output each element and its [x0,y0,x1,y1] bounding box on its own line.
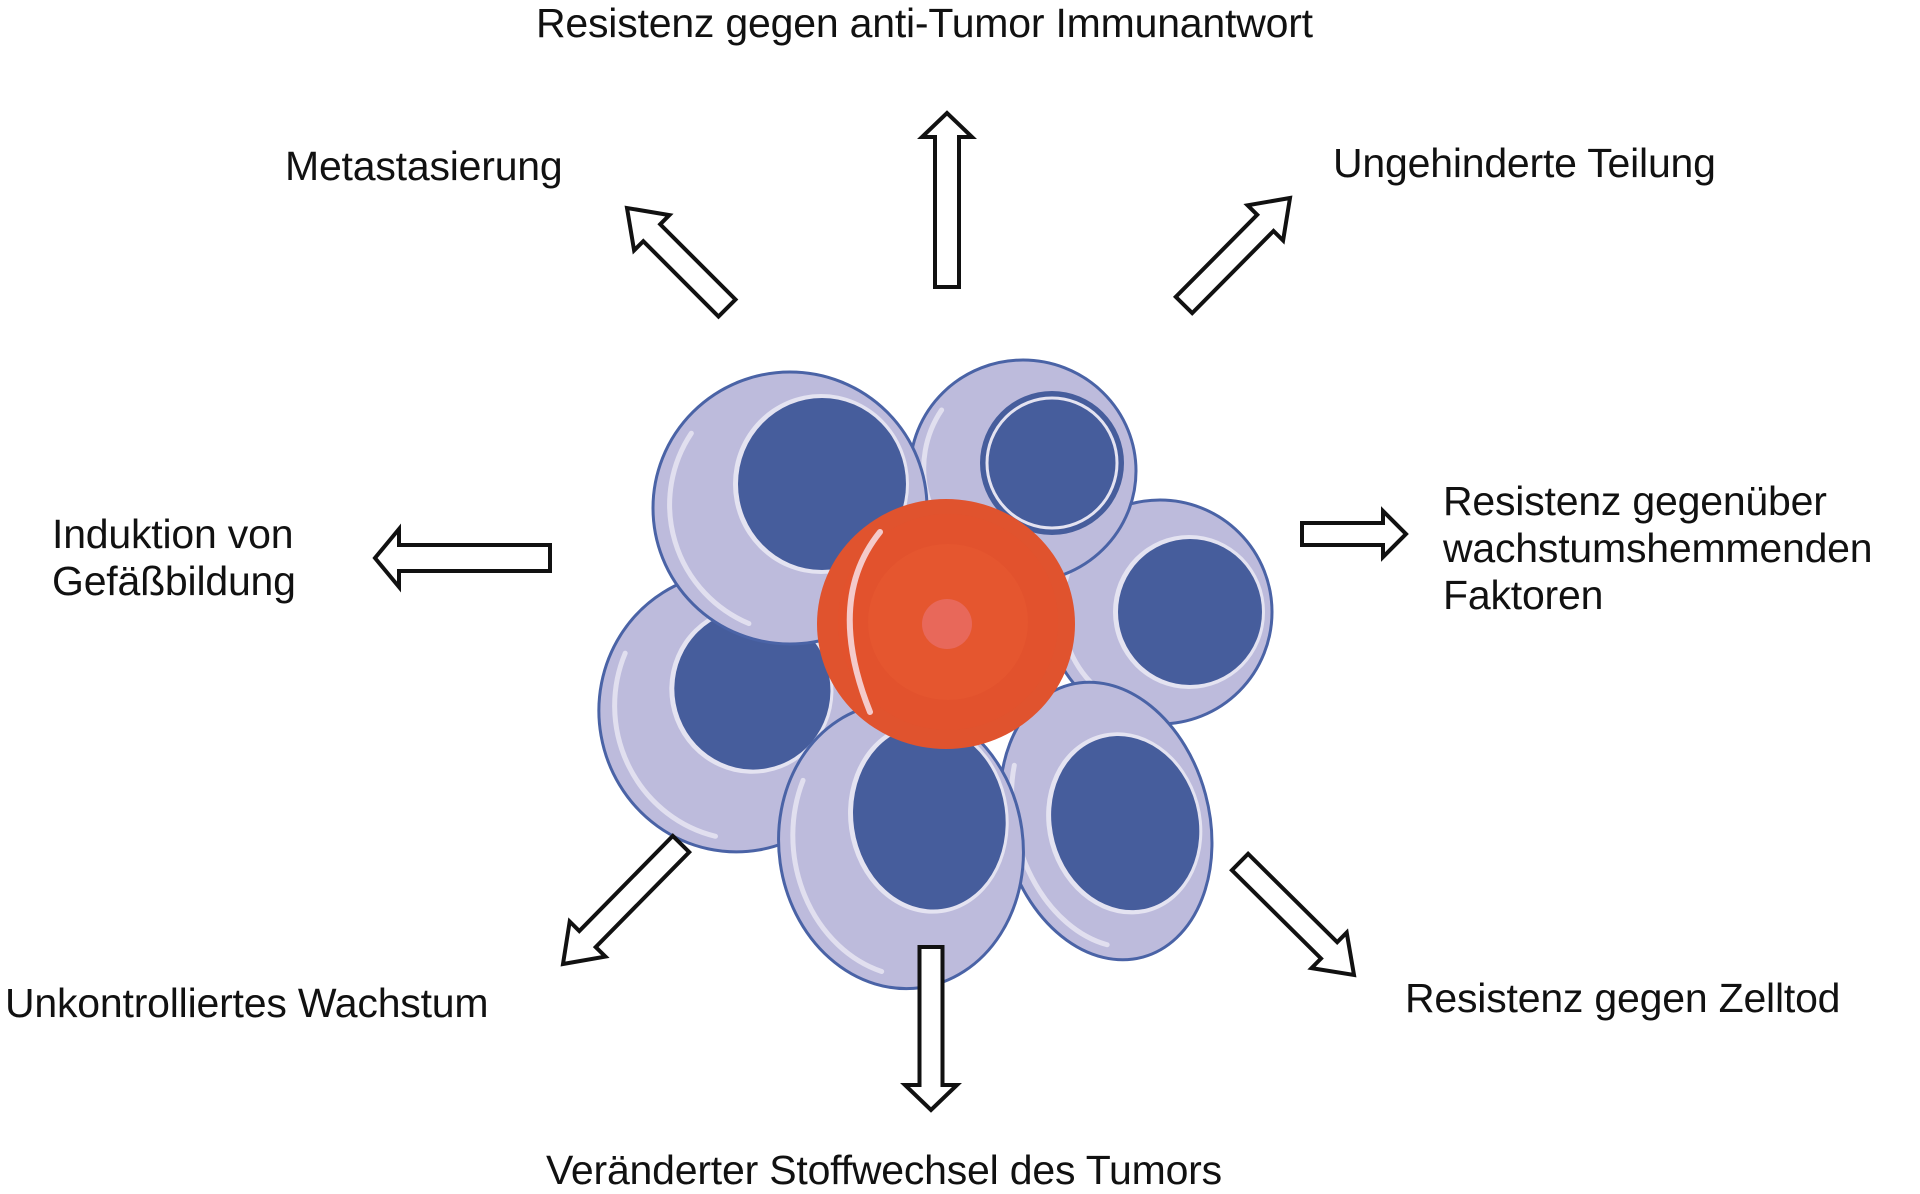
tumor-cell-highlight [846,529,883,715]
label-top: Resistenz gegen anti-Tumor Immunantwort [536,0,1313,47]
nucleus [1118,539,1262,685]
tumor-cell [817,499,1075,749]
label-line: Ungehinderte Teilung [1333,140,1716,186]
arrow-right [1300,506,1409,562]
nucleus [1051,736,1200,911]
arrow-down-right [1229,850,1357,978]
arrows [372,110,1409,1113]
tumor-cell-core [922,599,972,649]
label-bottom-left: Unkontrolliertes Wachstum [5,980,489,1027]
label-top-right: Ungehinderte Teilung [1333,140,1716,187]
cell-bottom-right [998,680,1214,962]
nucleus [738,398,906,570]
cell-highlight [667,430,752,627]
label-right: Resistenz gegenüber wachstumshemmenden F… [1443,478,1873,619]
arrow-down-left [560,833,693,967]
nucleus [853,726,1006,910]
label-line: wachstumshemmenden [1443,525,1873,571]
label-line: Faktoren [1443,572,1604,618]
nucleus [674,609,831,770]
label-line: Unkontrolliertes Wachstum [5,980,489,1026]
arrow-up [917,110,977,289]
label-line: Resistenz gegenüber [1443,478,1827,524]
arrow-down [900,945,962,1113]
label-line: Metastasierung [285,143,563,189]
label-bottom: Veränderter Stoffwechsel des Tumors [546,1147,1222,1194]
label-line: Resistenz gegen Zelltod [1405,975,1841,1021]
cell-cluster [597,358,1274,991]
cell-highlight [790,777,885,974]
nucleus-ring-highlight [985,396,1119,530]
arrow-up-left [624,205,739,320]
label-left: Induktion von Gefäßbildung [52,511,296,605]
label-line: Induktion von [52,511,294,557]
label-top-left: Metastasierung [285,143,563,190]
label-line: Veränderter Stoffwechsel des Tumors [546,1147,1222,1193]
arrow-up-right [1172,195,1293,316]
arrow-left [372,523,552,593]
cell-highlight [612,650,718,839]
label-line: Resistenz gegen anti-Tumor Immunantwort [536,0,1313,46]
label-bottom-right: Resistenz gegen Zelltod [1405,975,1840,1022]
label-line: Gefäßbildung [52,558,296,604]
nucleus-ring [980,391,1124,535]
